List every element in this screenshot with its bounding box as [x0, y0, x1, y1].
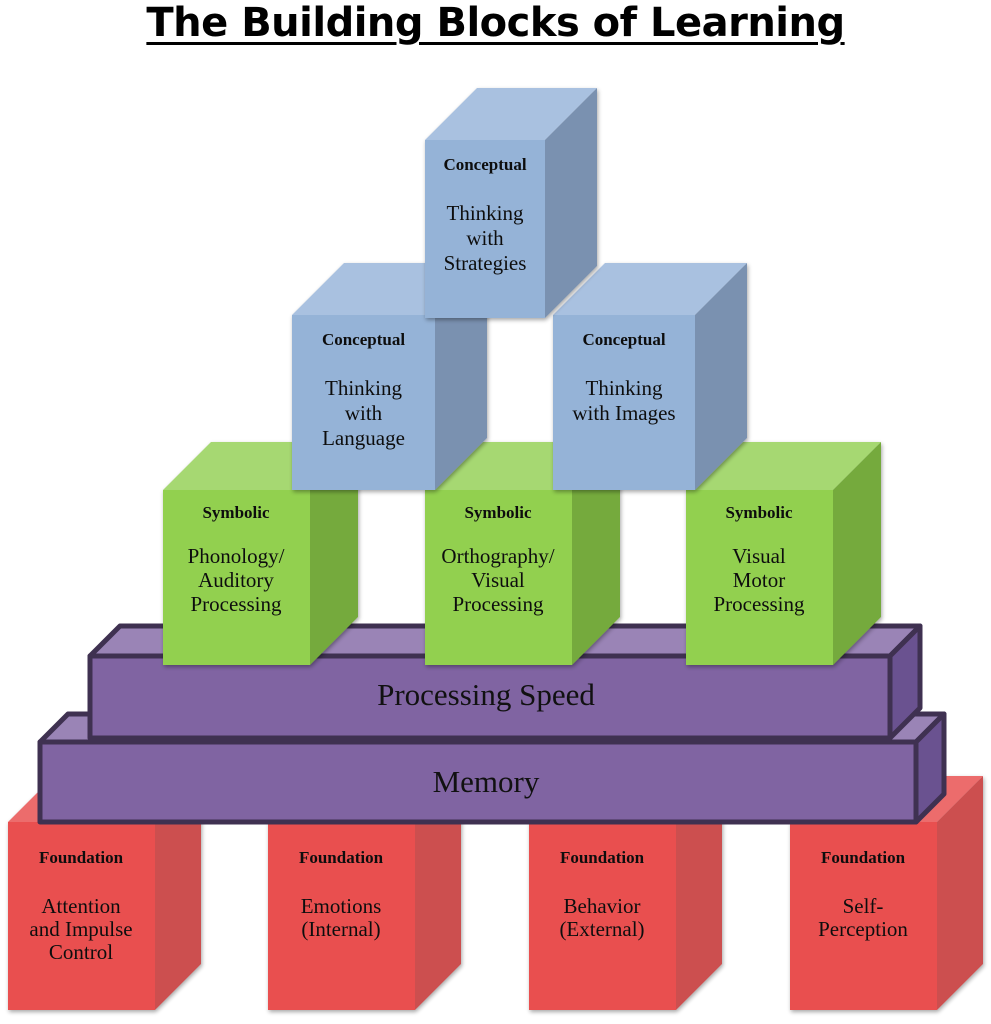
foundation-block-category: Foundation	[299, 848, 384, 867]
conceptual-block-top-face	[553, 263, 747, 315]
conceptual-layer: ConceptualThinkingwithLanguageConceptual…	[292, 88, 747, 490]
symbolic-block-front-face	[163, 490, 310, 665]
symbolic-block-text-line: Orthography/	[441, 544, 554, 568]
conceptual-block-top-face	[425, 88, 597, 140]
symbolic-block-side-face	[833, 442, 881, 665]
conceptual-block-front-face	[292, 315, 435, 490]
bands-layer: Memory Processing Speed	[37, 623, 947, 825]
foundation-block-front-face	[268, 822, 415, 1010]
symbolic-block-text-line: Motor	[733, 568, 786, 592]
conceptual-block-category: Conceptual	[322, 330, 405, 349]
foundation-block-text-line: Attention	[41, 894, 121, 918]
conceptual-block-text-line: with	[466, 226, 504, 250]
conceptual-block-front-face	[553, 315, 695, 490]
symbolic-block-text-line: Auditory	[198, 568, 274, 592]
page-title: The Building Blocks of Learning	[0, 0, 991, 46]
foundation-block-side-face	[415, 776, 461, 1010]
symbolic-block-category: Symbolic	[202, 503, 270, 522]
conceptual-block-text-line: with Images	[572, 401, 675, 425]
foundation-block-side-face	[937, 776, 983, 1010]
foundation-block-front-face	[8, 822, 155, 1010]
foundation-block-text-line: and Impulse	[29, 917, 132, 941]
conceptual-block-text-line: Strategies	[444, 251, 527, 275]
conceptual-block-text-line: with	[345, 401, 383, 425]
symbolic-block-side-face	[572, 442, 620, 665]
processing-speed-band: Processing Speed	[87, 623, 923, 741]
foundation-block-text-line: Perception	[818, 917, 908, 941]
symbolic-block-top-face	[686, 442, 881, 490]
symbolic-block-text-line: Processing	[191, 592, 282, 616]
conceptual-block-text-line: Thinking	[586, 376, 663, 400]
symbolic-block-text-line: Visual	[732, 544, 786, 568]
symbolic-block-text-line: Processing	[714, 592, 805, 616]
conceptual-block-text-line: Thinking	[325, 376, 402, 400]
foundation-block-text-line: Control	[49, 940, 113, 964]
foundation-block-category: Foundation	[39, 848, 124, 867]
conceptual-block-text-line: Language	[322, 426, 405, 450]
symbolic-block-text-line: Visual	[471, 568, 525, 592]
conceptual-block-side-face	[695, 263, 747, 490]
symbolic-block-side-face	[310, 442, 358, 665]
conceptual-block-side-face	[435, 263, 487, 490]
foundation-block-category: Foundation	[560, 848, 645, 867]
memory-band-label: Memory	[433, 764, 540, 799]
foundation-block-text-line: Emotions	[301, 894, 382, 918]
foundation-block-text-line: (External)	[559, 917, 644, 941]
foundation-block-front-face	[790, 822, 937, 1010]
symbolic-block-front-face	[425, 490, 572, 665]
conceptual-block-front-face	[425, 140, 545, 318]
symbolic-block-text-line: Phonology/	[188, 544, 285, 568]
conceptual-block-text-line: Thinking	[447, 201, 524, 225]
symbolic-block-category: Symbolic	[464, 503, 532, 522]
conceptual-block-category: Conceptual	[443, 155, 526, 174]
conceptual-block-side-face	[545, 88, 597, 318]
symbolic-block-category: Symbolic	[725, 503, 793, 522]
foundation-block-side-face	[155, 776, 201, 1010]
foundation-block-category: Foundation	[821, 848, 906, 867]
memory-band-front-face	[37, 739, 919, 825]
symbolic-layer: SymbolicPhonology/AuditoryProcessingSymb…	[163, 442, 881, 665]
conceptual-block-category: Conceptual	[582, 330, 665, 349]
foundation-block-front-face	[529, 822, 676, 1010]
processing-speed-band-label: Processing Speed	[377, 677, 595, 712]
symbolic-block-text-line: Processing	[453, 592, 544, 616]
processing-speed-band-front-face	[87, 653, 893, 741]
foundation-block-text-line: Behavior	[564, 894, 641, 918]
foundation-block-side-face	[676, 776, 722, 1010]
foundation-block-text-line: (Internal)	[301, 917, 380, 941]
symbolic-block-front-face	[686, 490, 833, 665]
page-title-text: The Building Blocks of Learning	[146, 0, 845, 46]
foundation-block-text-line: Self-	[843, 894, 884, 918]
